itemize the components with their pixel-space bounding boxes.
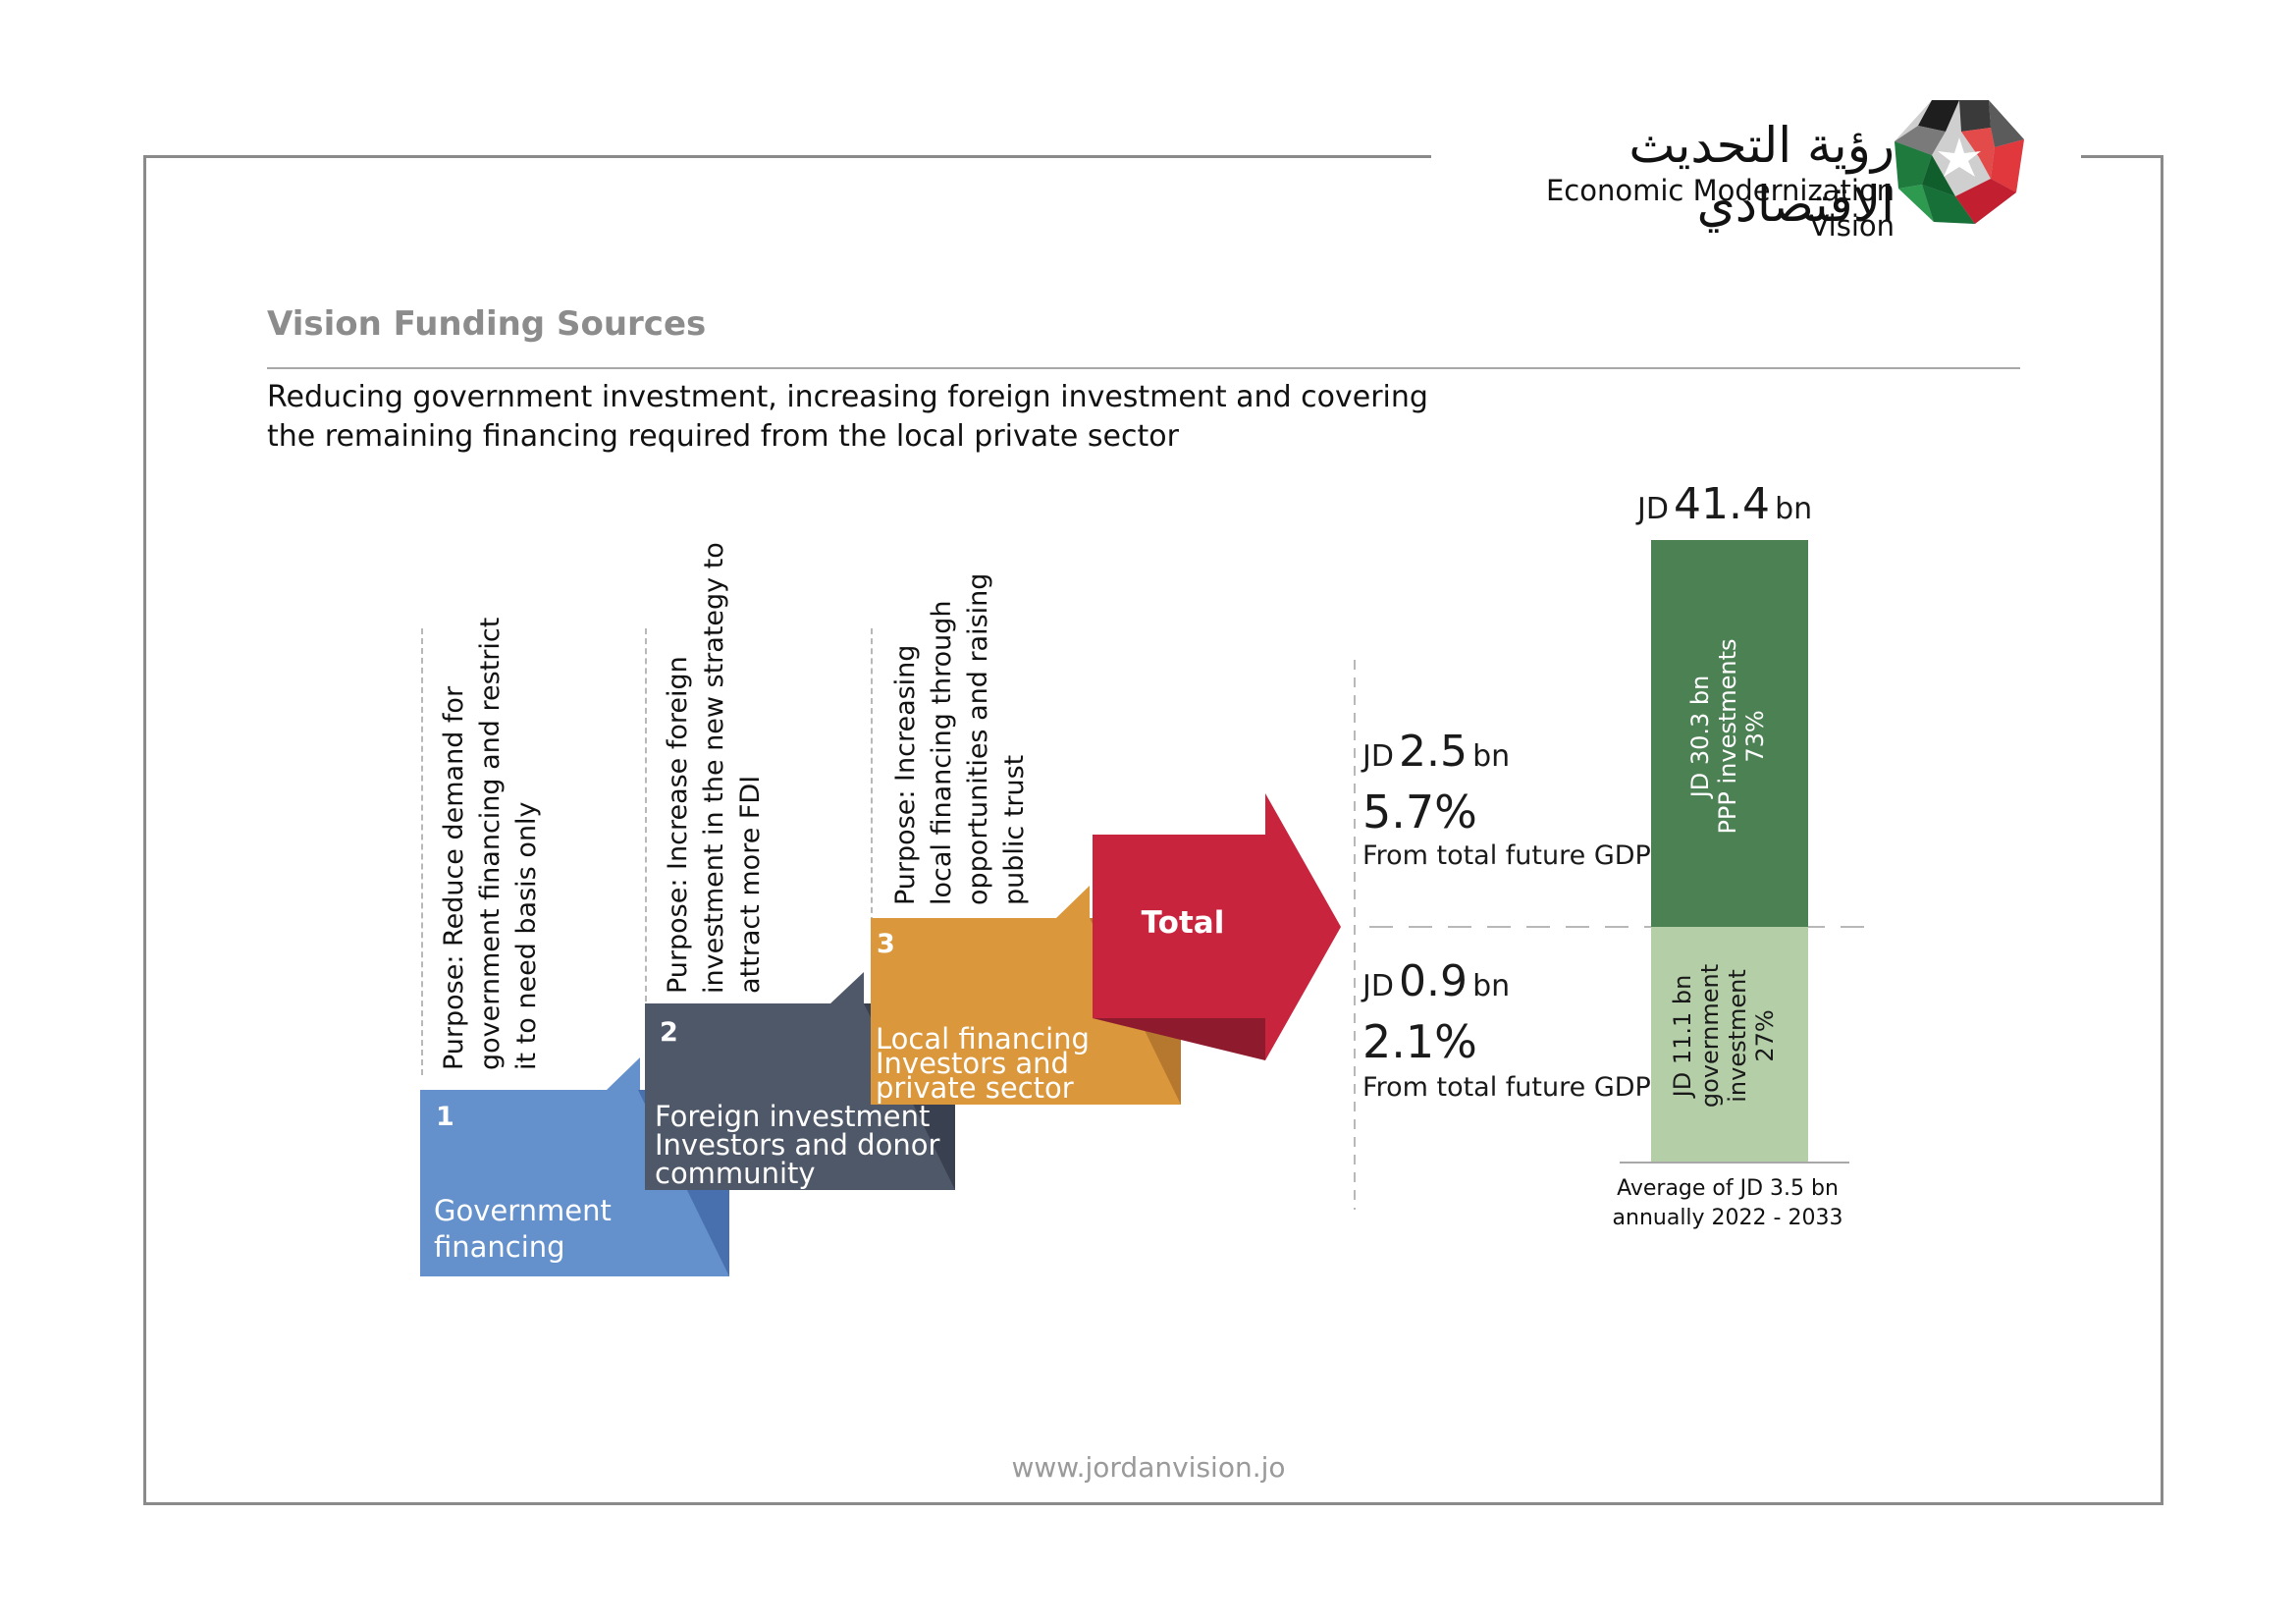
split-top-percent: 5.7% (1362, 785, 1477, 839)
bar-gov-line-3: investment (1724, 969, 1751, 1103)
step-1-label-line-1: Government (434, 1194, 612, 1227)
bar-total-unit: bn (1775, 492, 1813, 526)
frame-left (143, 155, 146, 1505)
subtitle-line-1: Reducing government investment, increasi… (267, 380, 1428, 414)
bar-total-prefix: JD (1637, 492, 1669, 526)
bar-gov-line-1: JD 11.1 bn (1669, 974, 1696, 1098)
step-1-number: 1 (436, 1102, 454, 1132)
bar-segment-government (1651, 927, 1808, 1163)
bar-segment-ppp-label: JD 30.3 bn PPP investments 73% (1686, 628, 1769, 844)
split-top-unit: bn (1472, 739, 1511, 774)
step-3-label-line-1: Local financing (876, 1022, 1090, 1056)
step-2-tab (830, 972, 864, 1003)
total-label: Total (1141, 905, 1225, 941)
bar-ppp-line-1: JD 30.3 bn (1686, 675, 1714, 798)
bar-total-value: 41.4 (1674, 479, 1771, 529)
section-title: Vision Funding Sources (267, 304, 707, 344)
bar-footnote: Average of JD 3.5 bn annually 2022 - 203… (1580, 1174, 1875, 1233)
frame-right (2161, 155, 2163, 1505)
bar-segment-government-label: JD 11.1 bn government investment 27% (1669, 962, 1779, 1110)
step-3-label: Local financing Investors and private se… (876, 1022, 1090, 1105)
step-1-tab (607, 1057, 640, 1090)
frame-top-left (143, 155, 1431, 158)
split-top-value: 2.5 (1399, 727, 1468, 777)
jordan-star-polygon-icon (1895, 100, 2024, 224)
bar-ppp-line-3: 73% (1741, 710, 1769, 763)
step-2-label-line-2: Investors and donor (655, 1128, 940, 1162)
frame-bottom (143, 1502, 2163, 1505)
bar-footnote-line-2: annually 2022 - 2033 (1612, 1206, 1843, 1230)
purpose-3-guide (871, 628, 873, 923)
bar-gov-line-2: government (1696, 963, 1724, 1109)
split-top-note: From total future GDP (1362, 840, 1651, 871)
subtitle-line-2: the remaining financing required from th… (267, 419, 1179, 454)
purpose-1-guide (421, 628, 423, 1075)
total-arrow (1093, 793, 1341, 1060)
brand-english-title: Economic Modernization Vision (1545, 174, 1895, 243)
frame-top-right (2081, 155, 2163, 158)
step-2-number: 2 (660, 1017, 678, 1048)
purpose-2-guide (645, 628, 647, 1001)
split-top-prefix: JD (1362, 739, 1394, 774)
bar-gov-line-4: 27% (1751, 1009, 1779, 1062)
bar-total: JD 41.4 bn (1637, 479, 1812, 529)
brand-arabic-title: رؤية التحديث الاقتصادي (1629, 117, 1895, 233)
bar-ppp-line-2: PPP investments (1714, 638, 1741, 835)
split-bottom-value: 0.9 (1399, 956, 1468, 1006)
total-arrow-fold (1093, 1018, 1265, 1060)
bar-footnote-line-1: Average of JD 3.5 bn (1617, 1176, 1839, 1201)
step-3-tab (1056, 886, 1090, 918)
title-divider (267, 367, 2020, 369)
step-1-label-line-2: financing (434, 1230, 565, 1264)
bar-segment-ppp (1651, 540, 1808, 927)
split-bottom-note: From total future GDP (1362, 1072, 1651, 1103)
split-bottom-percent: 2.1% (1362, 1015, 1477, 1068)
footer-website: www.jordanvision.jo (1011, 1451, 1286, 1484)
step-2-label-line-3: community (655, 1157, 816, 1190)
split-bottom-amount: JD 0.9 bn (1362, 956, 1510, 1006)
step-1-label: Government financing (434, 1193, 612, 1266)
split-top-amount: JD 2.5 bn (1362, 727, 1510, 777)
step-3-label-line-2: Investors and (876, 1047, 1069, 1080)
step-2-label: Foreign investment Investors and donor c… (655, 1103, 939, 1188)
split-bottom-unit: bn (1472, 969, 1511, 1003)
step-3-label-line-3: private sector (876, 1071, 1074, 1105)
split-bottom-prefix: JD (1362, 969, 1394, 1003)
step-2-label-line-1: Foreign investment (655, 1100, 931, 1133)
step-3-number: 3 (877, 929, 895, 959)
